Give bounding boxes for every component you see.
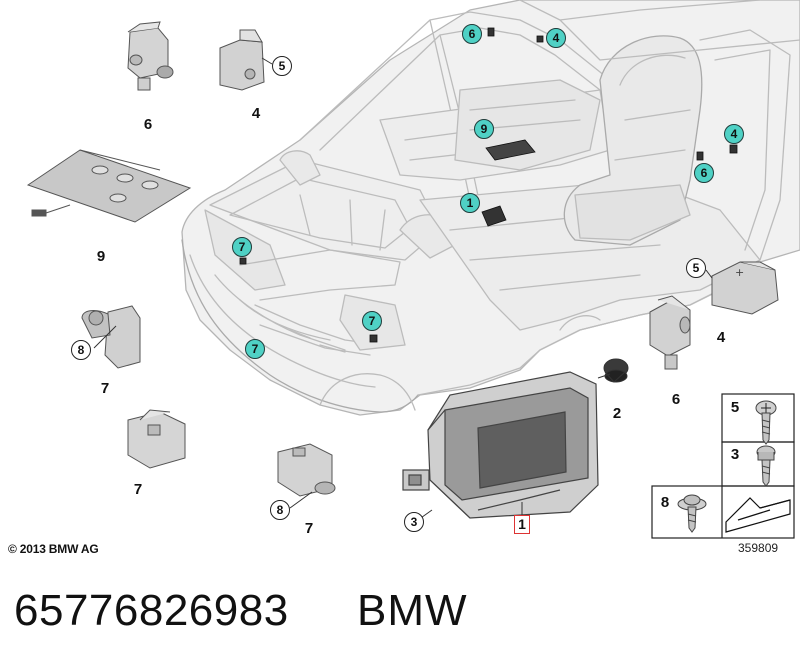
label-9: 9	[96, 248, 106, 265]
callout-8-lowermid: 8	[270, 500, 290, 520]
table-label-8: 8	[660, 494, 670, 511]
callout-teal-4-top: 4	[546, 28, 566, 48]
callout-teal-6-top: 6	[462, 24, 482, 44]
callout-teal-4-right: 4	[724, 124, 744, 144]
leader-5-top	[261, 57, 273, 65]
diagram-reference-code: 359809	[738, 541, 779, 555]
screw-table	[651, 393, 795, 539]
label-4-top: 4	[251, 105, 261, 122]
svg-text:+: +	[735, 266, 744, 279]
part-mat-9	[26, 149, 192, 223]
car-mounted-parts	[239, 27, 738, 343]
part-sensor-6-right	[649, 295, 691, 370]
screw-icon-3	[756, 445, 776, 487]
screw-icon-5	[755, 400, 777, 445]
callout-3: 3	[404, 512, 424, 532]
callout-5-right: 5	[686, 258, 706, 278]
label-7-left: 7	[100, 380, 110, 397]
callout-teal-9: 9	[474, 119, 494, 139]
copyright-text: © 2013 BMW AG	[8, 542, 99, 556]
part-number: 65776826983	[14, 586, 289, 635]
leader-8-left	[93, 325, 117, 349]
part-sensor-7-lowermid	[277, 443, 336, 497]
part-sensor-6-topleft	[127, 21, 174, 91]
leader-5-right	[705, 269, 713, 279]
callout-teal-6-right: 6	[694, 163, 714, 183]
part-sensor-7-left	[81, 305, 141, 369]
screw-icon-8	[677, 494, 707, 533]
table-label-3: 3	[730, 446, 740, 463]
label-7-lowermid: 7	[304, 520, 314, 537]
part-grommet-2	[603, 358, 629, 383]
car-body-illustration	[181, 0, 800, 416]
highlight-label-1: 1	[514, 515, 530, 534]
label-6-topleft: 6	[143, 116, 153, 133]
table-label-5: 5	[730, 399, 740, 416]
label-4-right: 4	[716, 329, 726, 346]
label-7-lowerleft: 7	[133, 481, 143, 498]
part-bracket-4-top	[219, 29, 265, 91]
part-bracket-4-right: +	[711, 261, 779, 315]
brand-name: BMW	[357, 586, 468, 635]
part-sensor-7-lowerleft	[127, 409, 186, 469]
leader-8-lowermid	[289, 491, 313, 509]
label-2: 2	[612, 405, 622, 422]
callout-teal-1: 1	[460, 193, 480, 213]
callout-teal-7-headlight: 7	[232, 237, 252, 257]
callout-teal-7-bumper: 7	[245, 339, 265, 359]
arrow-direction-icon	[725, 497, 791, 533]
leader-2	[597, 373, 611, 379]
callout-8-left: 8	[71, 340, 91, 360]
callout-5-top: 5	[272, 56, 292, 76]
callout-teal-7-right: 7	[362, 311, 382, 331]
label-6-right: 6	[671, 391, 681, 408]
part-control-unit-1	[402, 371, 599, 519]
